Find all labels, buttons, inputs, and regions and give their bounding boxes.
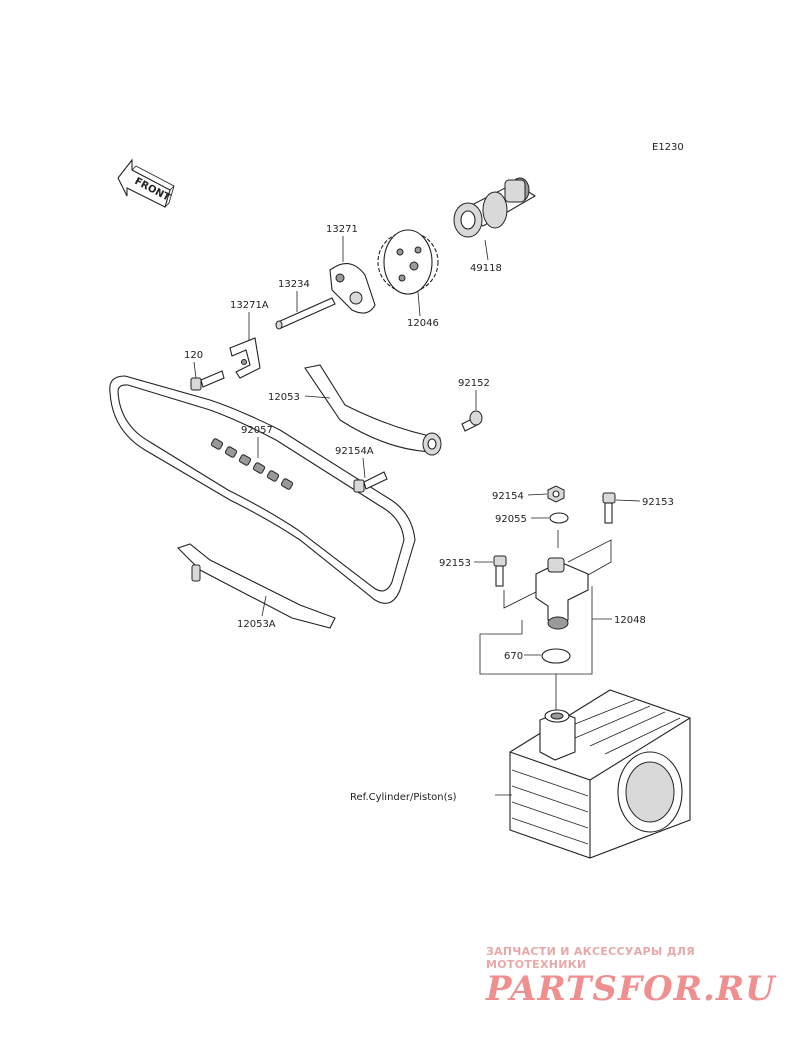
label-92154a: 92154A <box>335 446 374 457</box>
watermark: ЗАПЧАСТИ И АКСЕССУАРЫ ДЛЯ МОТОТЕХНИКИ PA… <box>486 945 786 1009</box>
o-ring-part <box>541 648 571 664</box>
cylinder-part <box>509 689 691 859</box>
label-13271a: 13271A <box>230 300 269 311</box>
label-92152: 92152 <box>458 378 490 389</box>
label-670: 670 <box>504 651 523 662</box>
shaft-part <box>275 297 336 330</box>
tensioner-part <box>535 557 589 630</box>
chain-guide-part-12053a <box>176 543 336 629</box>
label-49118: 49118 <box>470 263 502 274</box>
label-12053a: 12053A <box>237 619 276 630</box>
label-12048: 12048 <box>614 615 646 626</box>
bolt-part-92153-right <box>602 492 616 524</box>
bolt-part-120 <box>190 370 225 391</box>
label-92153-right: 92153 <box>642 497 674 508</box>
label-92153-left: 92153 <box>439 558 471 569</box>
decompressor-plate-part <box>329 263 376 314</box>
label-ref-cylinder: Ref.Cylinder/Piston(s) <box>350 792 457 803</box>
diagram-code: E1230 <box>652 142 684 153</box>
cam-chain-part <box>109 375 416 604</box>
watermark-subtitle: ЗАПЧАСТИ И АКСЕССУАРЫ ДЛЯ МОТОТЕХНИКИ <box>486 945 696 971</box>
label-120: 120 <box>184 350 203 361</box>
washer-part-92055 <box>549 512 569 524</box>
pin-part-92152 <box>461 410 483 432</box>
chain-guide-part-12053 <box>304 364 442 456</box>
bolt-part-92154a <box>353 471 388 493</box>
nut-part-92154 <box>547 485 565 503</box>
bracket-part <box>229 337 261 379</box>
label-13271: 13271 <box>326 224 358 235</box>
camshaft-part <box>453 177 537 238</box>
watermark-logo: PARTSFOR.RU <box>486 969 776 1009</box>
label-13234: 13234 <box>278 279 310 290</box>
chain-links <box>210 438 294 490</box>
label-12053: 12053 <box>268 392 300 403</box>
label-92057: 92057 <box>241 425 273 436</box>
front-arrow-icon: FRONT <box>117 158 175 208</box>
label-12046: 12046 <box>407 318 439 329</box>
label-92154: 92154 <box>492 491 524 502</box>
bolt-part-92153-left <box>493 555 507 587</box>
sprocket-part <box>377 229 439 295</box>
label-92055: 92055 <box>495 514 527 525</box>
